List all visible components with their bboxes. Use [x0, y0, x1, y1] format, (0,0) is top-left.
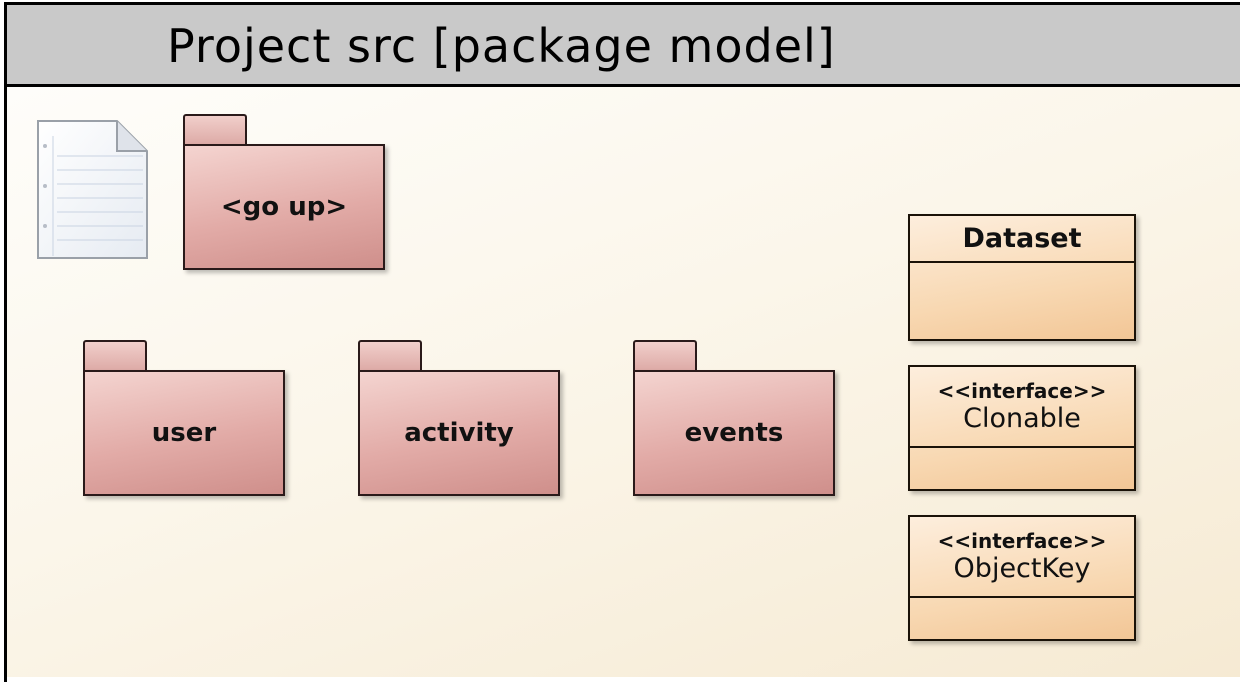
package-tab — [183, 114, 247, 146]
package-label: <go up> — [220, 192, 348, 222]
package-tab — [633, 340, 697, 372]
class-stereotype: <<interface>> — [937, 528, 1107, 553]
class-clonable[interactable]: <<interface>> Clonable — [908, 365, 1136, 491]
package-tab — [358, 340, 422, 372]
class-header: <<interface>> Clonable — [910, 367, 1134, 448]
document-note-icon[interactable] — [35, 118, 151, 262]
class-header: <<interface>> ObjectKey — [910, 517, 1134, 598]
package-tab — [83, 340, 147, 372]
diagram-title: Project src [package model] — [167, 19, 836, 73]
package-body: user — [83, 370, 285, 496]
package-label: user — [151, 418, 217, 448]
package-body: events — [633, 370, 835, 496]
title-bar: Project src [package model] — [7, 5, 1240, 87]
package-body: activity — [358, 370, 560, 496]
package-body: <go up> — [183, 144, 385, 270]
class-dataset[interactable]: Dataset — [908, 214, 1136, 341]
class-stereotype: <<interface>> — [937, 378, 1107, 403]
class-objectkey[interactable]: <<interface>> ObjectKey — [908, 515, 1136, 641]
package-label: activity — [404, 418, 514, 448]
class-header: Dataset — [910, 216, 1134, 263]
class-name: Clonable — [963, 402, 1081, 434]
diagram-frame — [4, 2, 1240, 682]
class-name: Dataset — [962, 222, 1082, 254]
package-label: events — [684, 418, 784, 448]
class-name: ObjectKey — [953, 552, 1091, 584]
